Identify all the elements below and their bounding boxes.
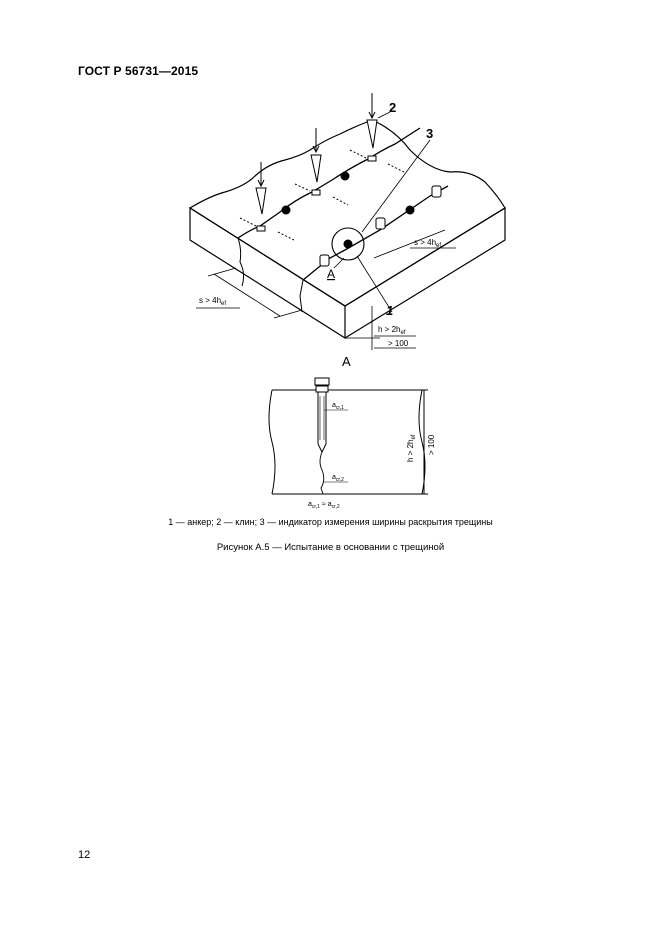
wedge-slot	[367, 155, 377, 162]
detail-dim-thickness: h > 2hef	[406, 434, 417, 462]
slab-top-surface	[188, 119, 506, 307]
anchor-marker	[405, 205, 415, 215]
dim-spacing-left: s > 4hef	[199, 296, 226, 307]
slab-front-left	[189, 206, 346, 340]
detail-crack-lower: acr,2	[332, 474, 344, 483]
detail-title: A	[342, 354, 351, 369]
indicator-icon	[375, 217, 386, 230]
slab-front-right	[344, 206, 506, 339]
crack-front	[237, 237, 304, 313]
anchor-marker	[340, 171, 350, 181]
wedge-icon	[310, 154, 322, 183]
anchor-marker	[343, 239, 353, 249]
anchor-marker	[281, 205, 291, 215]
wedge-icon	[366, 119, 378, 149]
callout-3: 3	[426, 126, 433, 141]
figure-caption: Рисунок А.5 — Испытание в основании с тр…	[216, 542, 445, 553]
detail-circle	[331, 227, 365, 261]
dim-thickness: h > 2hef	[378, 325, 406, 336]
crack-line	[237, 127, 421, 239]
wedge-slot	[256, 225, 266, 232]
indicator-icon	[431, 185, 442, 198]
document-header: ГОСТ Р 56731—2015	[78, 64, 199, 78]
dim-min-thickness: > 100	[388, 339, 409, 348]
detail-section	[268, 377, 428, 495]
wedge-slot	[311, 189, 321, 196]
detail-crack-upper: acr,1	[332, 402, 344, 411]
callout-1: 1	[386, 303, 393, 318]
dim-spacing-right: s > 4hef	[414, 238, 441, 249]
detail-equation: acr,1 ≈ acr,2	[308, 501, 340, 510]
detail-dim-min: > 100	[427, 434, 436, 455]
figure-a5: A 2 3 1 s > 4hef s > 4hef h > 2hef > 100…	[188, 93, 506, 510]
figure-legend: 1 — анкер; 2 — клин; 3 — индикатор измер…	[168, 517, 493, 527]
indicator-icon	[319, 254, 330, 267]
callout-2: 2	[389, 100, 396, 115]
wedge-icon	[255, 187, 267, 215]
detail-letter: A	[327, 267, 335, 281]
page-number: 12	[78, 849, 91, 861]
